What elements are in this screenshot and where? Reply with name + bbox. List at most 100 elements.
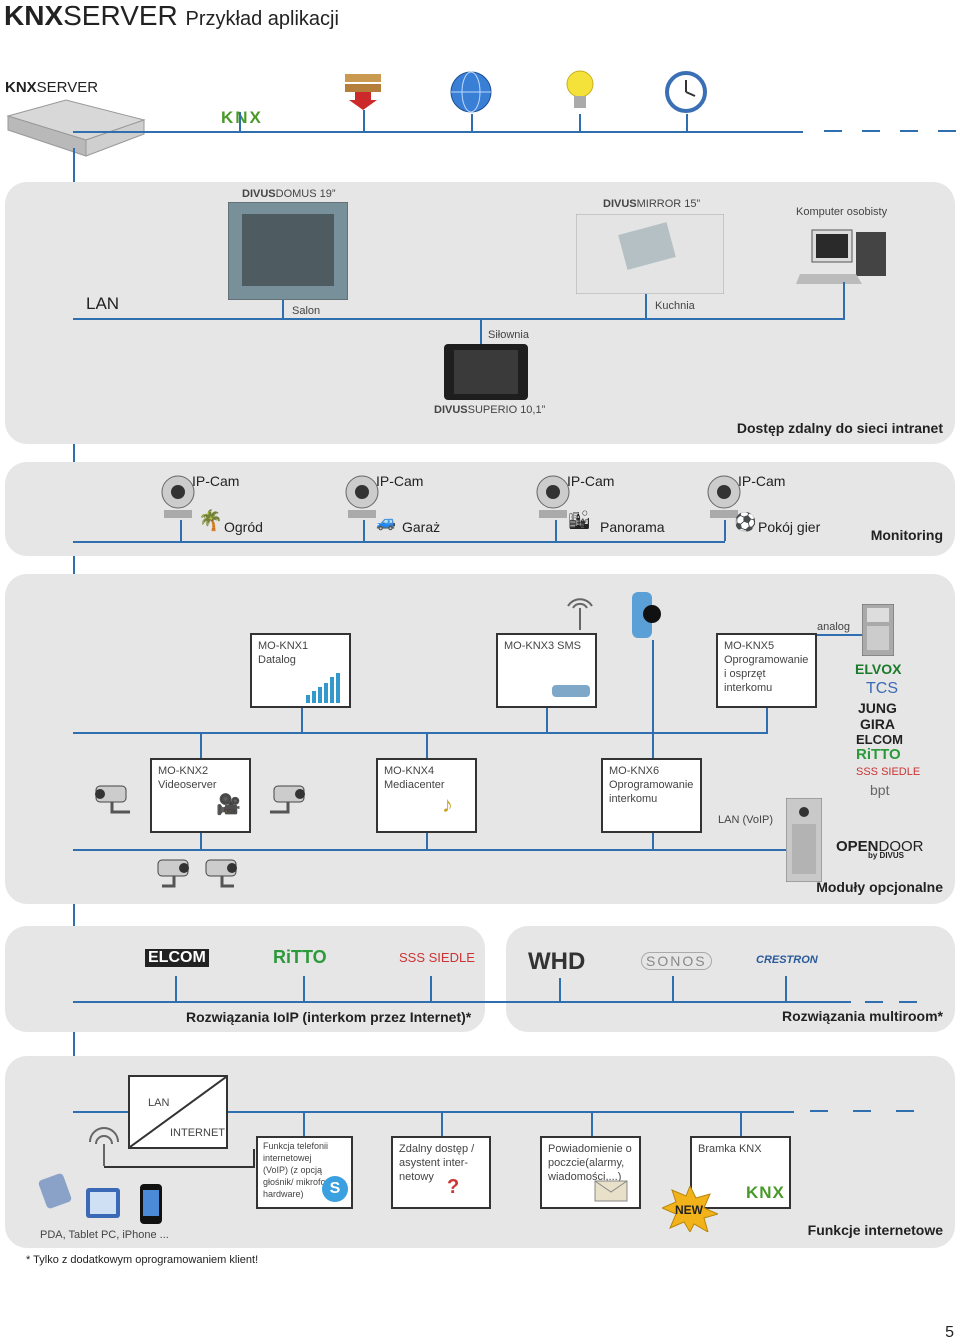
car-icon: 🚙 [376,514,396,531]
multiroom-panel [506,926,955,1032]
modules-top-bus [73,732,768,734]
cam-label: IP-Cam [192,473,240,489]
tablet-icon [86,1188,120,1218]
pc-icon [796,229,886,284]
module-knx3: MO-KNX3 SMS [496,633,597,708]
domus-panel-image [228,202,348,300]
mobile-phone-icon [632,592,661,638]
new-badge-icon [662,1186,718,1232]
module-knx5: MO-KNX5 Oprogramowanie i osprzęt interko… [716,633,817,708]
pda-icon [38,1173,72,1209]
mirror-panel-image [576,214,724,294]
building-icon: 🏙 [568,510,591,530]
cctv-camera-icon [157,859,189,888]
gateway-knx-logo: KNX [746,1183,785,1202]
cam-label: IP-Cam [567,473,615,489]
modules-footer: Moduły opcjonalne [816,879,943,895]
brand-elcom: ELCOM [856,732,903,747]
music-note-icon: ♪ [442,792,453,817]
modules-bottom-bus [73,849,788,851]
server-device-icon [6,99,146,157]
internet-bus [228,1111,794,1113]
ioip-brand-elcom: ELCOM [145,949,209,967]
cam-place: Pokój gier [758,519,821,535]
brand-jung: JUNG [858,700,897,716]
voip-box: Funkcja telefonii internetowej (VoIP) (z… [256,1136,353,1209]
ip-camera-icon [707,475,741,518]
pc-label: Komputer osobisty [796,206,888,218]
multiroom-brand-crestron: CRESTRON [756,954,818,966]
top-bus [73,131,803,133]
lan-bus [73,318,845,320]
ip-camera-icon [161,475,195,518]
cam-place: Panorama [600,519,665,535]
pda-label: PDA, Tablet PC, iPhone ... [40,1229,169,1241]
module-knx1: MO-KNX1 Datalog [250,633,351,708]
mirror-label: DIVUSMIRROR 15” [603,198,701,210]
monitoring-panel [5,462,955,556]
brand-gira: GIRA [860,716,895,732]
lan-label: LAN [86,294,120,313]
opendoor-logo: OPENDOOR [836,838,924,855]
cam-place: Ogród [224,519,263,535]
cam-label: IP-Cam [376,473,424,489]
bulb-icon [566,70,594,108]
cctv-camera-icon [205,859,237,888]
title-bold: KNX [4,0,64,31]
server-knx-logo: KNX [221,108,263,127]
brand-ritto: RiTTO [856,746,901,763]
ioip-footer: Rozwiązania IoIP (interkom przez Interne… [186,1009,472,1025]
ball-icon: ⚽ [734,512,757,532]
intercom-keypad-icon [862,604,894,656]
domus-label: DIVUSDOMUS 19” [242,188,336,200]
cam-place: Garaż [402,519,441,535]
mirror-room: Kuchnia [655,300,695,312]
multiroom-brand-sonos: SONOS [641,952,712,970]
palm-icon: 🌴 [198,510,223,532]
superio-label: DIVUSSUPERIO 10,1” [434,404,546,416]
ioip-panel [5,926,485,1032]
remote-access-box: Zdalny dostęp / asystent inter-netowy ? [391,1136,491,1209]
brand-tcs: TCS [866,680,898,697]
page-subtitle: Przykład aplikacji [185,8,339,30]
monitoring-footer: Monitoring [870,527,943,543]
lan-voip-label: LAN (VoIP) [718,814,774,826]
cam-label: IP-Cam [738,473,786,489]
film-camera-icon: 🎥 [216,794,241,816]
lan-internet-router: LAN INTERNET [128,1075,228,1149]
envelope-icon [594,1180,628,1202]
new-badge-label: NEW [675,1203,703,1217]
server-label: KNXSERVER [5,79,99,96]
brand-bpt: bpt [870,782,890,798]
module-knx6: MO-KNX6 Oprogramowanie interkomu [601,758,702,833]
ioip-brand-siedle: SSS SIEDLE [399,950,475,965]
smartphone-icon [140,1184,162,1224]
cctv-camera-icon [270,785,305,814]
multiroom-brand-whd: WHD [528,948,586,975]
internet-lan-bus [73,1111,128,1113]
monitoring-bus [73,541,725,543]
opendoor-by: by DIVUS [868,851,905,860]
module-knx4: MO-KNX4 Mediacenter ♪ [376,758,477,833]
cctv-camera-icon [95,785,130,814]
lan-panel [5,182,955,444]
internet-footer: Funkcje internetowe [807,1222,943,1238]
phone-device-icon [552,685,590,697]
footnote: * Tylko z dodatkowym oprogramowaniem kli… [26,1254,259,1266]
superio-room: Siłownia [488,329,529,341]
brand-elvox: ELVOX [855,661,902,677]
analog-label: analog [817,621,851,633]
ip-camera-icon [345,475,379,518]
mail-notification-box: Powiadomienie o poczcie(alarmy, wiadomoś… [540,1136,641,1209]
module-knx2: MO-KNX2 Videoserver 🎥 [150,758,251,833]
brand-siedle: SSS SIEDLE [856,766,921,778]
lan-panel-footer: Dostęp zdalny do sieci intranet [736,420,943,436]
ip-camera-icon [536,475,570,518]
ioip-bus [73,1001,851,1003]
clock-icon [665,71,707,113]
help-question-icon: ? [447,1176,460,1198]
page-number: 5 [945,1324,954,1341]
page-title: KNXSERVER Przykład aplikacji [4,0,339,32]
globe-icon [450,71,492,113]
title-rest: SERVER [63,0,178,31]
